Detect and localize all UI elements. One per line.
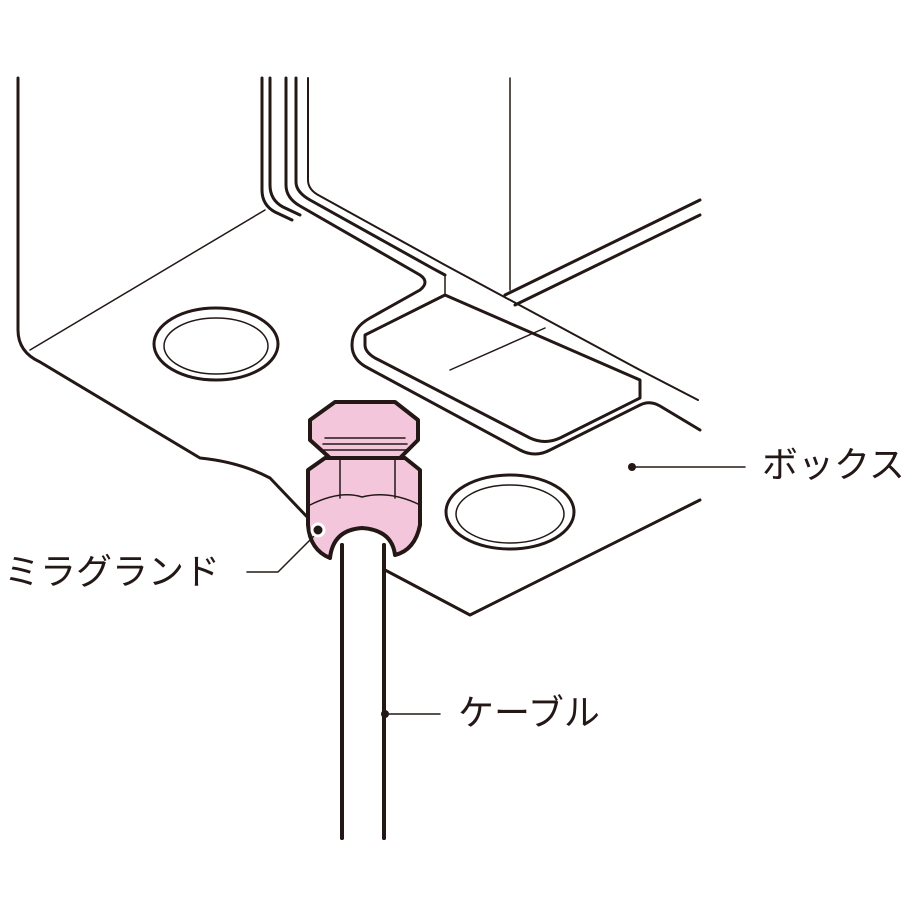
label-cable: ケーブル: [458, 693, 600, 734]
box-wall-lines: [260, 76, 702, 456]
box-side-lines: [503, 198, 702, 307]
box-inner-line: [29, 209, 266, 351]
box-left-edge: [16, 76, 312, 522]
label-gland: ミラグランド: [4, 552, 221, 593]
label-box: ボックス: [762, 445, 905, 486]
gland-body: [306, 456, 422, 560]
hole-right: [444, 473, 576, 551]
hole-left: [152, 306, 280, 382]
leader-gland: [246, 531, 319, 573]
latch: [363, 293, 642, 443]
latch-divider: [444, 274, 546, 371]
box-base-plate: [383, 498, 702, 617]
box-rib-line: [307, 77, 699, 401]
gland-thread: [322, 437, 408, 451]
